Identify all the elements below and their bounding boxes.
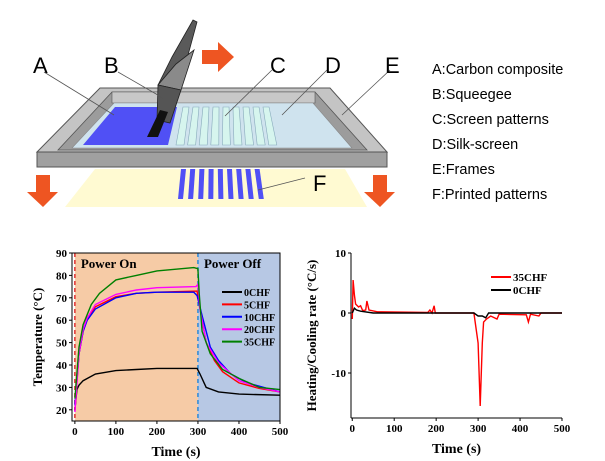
callout-e: E: [385, 53, 400, 78]
legend-c: C:Screen patterns: [432, 112, 549, 128]
series-line-35CHF: [74, 266, 281, 399]
legend-label: 35CHF: [244, 338, 275, 349]
legend-f: F:Printed patterns: [432, 187, 547, 203]
screen-patterns: [175, 106, 278, 146]
printed-pattern-stripe: [198, 169, 205, 199]
legend-d: D:Silk-screen: [432, 137, 518, 153]
x-tick-label: 300: [470, 423, 487, 435]
x-tick-label: 0: [72, 426, 78, 438]
down-arrow-right-icon: [364, 175, 395, 207]
legend-label: 20CHF: [244, 325, 275, 336]
screen-pattern-stripe: [210, 106, 220, 146]
y-tick-label: 80: [56, 270, 68, 282]
screen-pattern-stripe: [262, 106, 278, 146]
screen-pattern-stripe: [187, 106, 200, 146]
series-line-35CHF: [351, 279, 562, 407]
diagram-legend: A:Carbon composite B:Squeegee C:Screen p…: [432, 62, 563, 203]
frame-inner-back: [111, 91, 316, 104]
printed-pattern-stripe: [236, 169, 244, 199]
x-tick-label: 200: [428, 423, 445, 435]
legend-label: 10CHF: [244, 313, 275, 324]
y-tick-label: 40: [56, 360, 68, 372]
move-right-arrow-icon: [202, 42, 234, 72]
region-power-on: [74, 253, 198, 421]
legend-a: A:Carbon composite: [432, 62, 563, 78]
x-tick-label: 200: [149, 426, 166, 438]
screen-pattern-stripe: [198, 106, 210, 146]
squeegee: [147, 19, 198, 137]
down-arrow-left-icon: [27, 175, 58, 207]
x-tick-label: 500: [272, 426, 289, 438]
callout-b: B: [104, 53, 119, 78]
legend-b: B:Squeegee: [432, 87, 512, 103]
y-tick-label: 50: [56, 338, 68, 350]
x-tick-label: 400: [231, 426, 248, 438]
callout-c: C: [270, 53, 286, 78]
y-tick-label: 10: [335, 248, 347, 260]
series-line-0CHF: [351, 307, 562, 319]
legend-label: 35CHF: [513, 272, 548, 284]
legend-label: 5CHF: [244, 300, 270, 311]
y-axis-label: Heating/Cooling rate (°C/s): [304, 260, 319, 412]
plot-frame: [71, 252, 281, 422]
x-axis-label: Time (s): [432, 442, 481, 457]
screen-pattern-stripe: [175, 106, 190, 146]
callout-a: A: [33, 53, 48, 78]
region-label: Power Off: [204, 256, 262, 271]
y-tick-label: 0: [341, 308, 347, 320]
printed-pattern-stripe: [178, 169, 186, 199]
series-line-20CHF: [74, 282, 281, 413]
x-tick-label: 0: [350, 423, 356, 435]
x-tick-label: 500: [554, 423, 571, 435]
x-tick-label: 300: [190, 426, 207, 438]
y-axis-label: Temperature (°C): [30, 288, 45, 387]
screen-pattern-stripe: [232, 106, 243, 146]
substrate: [65, 169, 367, 207]
x-tick-label: 100: [108, 426, 125, 438]
legend-label: 0CHF: [244, 288, 270, 299]
y-tick-label: 20: [56, 405, 68, 417]
region-power-off: [197, 253, 280, 421]
temperature-chart: Power On Power Off 0 100 200 300 400 500 20 30 40 5…: [30, 248, 289, 460]
screen-pattern-stripe: [242, 106, 254, 146]
printed-pattern-stripe: [254, 169, 264, 199]
x-tick-label: 400: [512, 423, 529, 435]
y-tick-label: 60: [56, 315, 68, 327]
printed-pattern-stripe: [208, 169, 214, 199]
printed-pattern-stripe: [227, 169, 234, 199]
screen-pattern-stripe: [222, 106, 231, 146]
screen-pattern-stripe: [252, 106, 266, 146]
callout-f: F: [313, 171, 326, 196]
x-tick-label: 100: [386, 423, 403, 435]
printed-pattern-stripe: [245, 169, 254, 199]
screen-printing-diagram: A B C D E F A:Carbon composite B:Squeege…: [27, 19, 563, 207]
callout-d: D: [325, 53, 341, 78]
x-axis-label: Time (s): [151, 445, 200, 460]
legend-e: E:Frames: [432, 162, 495, 178]
y-tick-label: 90: [56, 248, 68, 260]
y-tick-label: -10: [331, 368, 346, 380]
frame-front: [36, 151, 388, 168]
y-tick-label: 30: [56, 382, 68, 394]
region-label: Power On: [81, 256, 137, 271]
printed-patterns: [178, 169, 264, 199]
printed-pattern-stripe: [188, 169, 196, 199]
legend-label: 0CHF: [513, 285, 542, 297]
callout-lines: [43, 69, 391, 191]
printed-pattern-stripe: [217, 169, 224, 199]
series-line-0CHF: [74, 367, 281, 410]
y-tick-label: 70: [56, 293, 68, 305]
